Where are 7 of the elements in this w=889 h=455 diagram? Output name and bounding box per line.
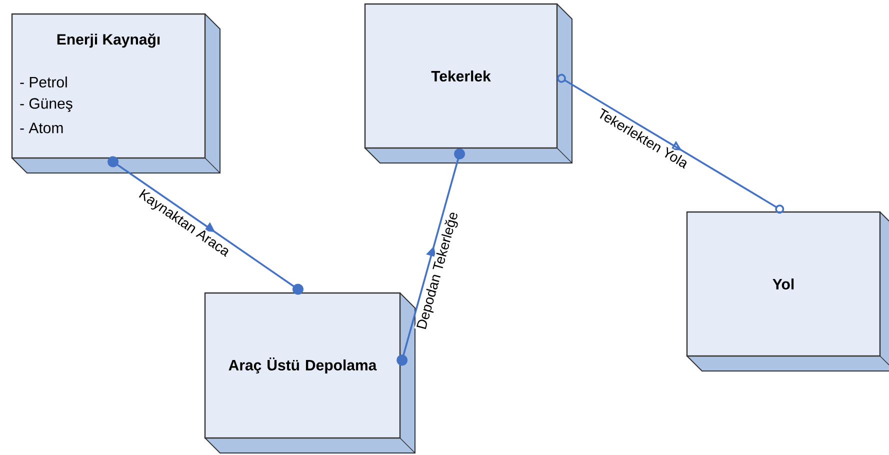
process-box: Yol [686, 211, 889, 372]
process-box: Enerji Kaynağı - Petrol - Güneş - Atom [11, 13, 220, 174]
process-box: Araç Üstü Depolama [204, 292, 416, 454]
connector-arrow [396, 148, 466, 366]
connector-arrow [556, 74, 784, 214]
process-box: Tekerlek [364, 3, 572, 164]
connector-arrow [108, 156, 304, 295]
